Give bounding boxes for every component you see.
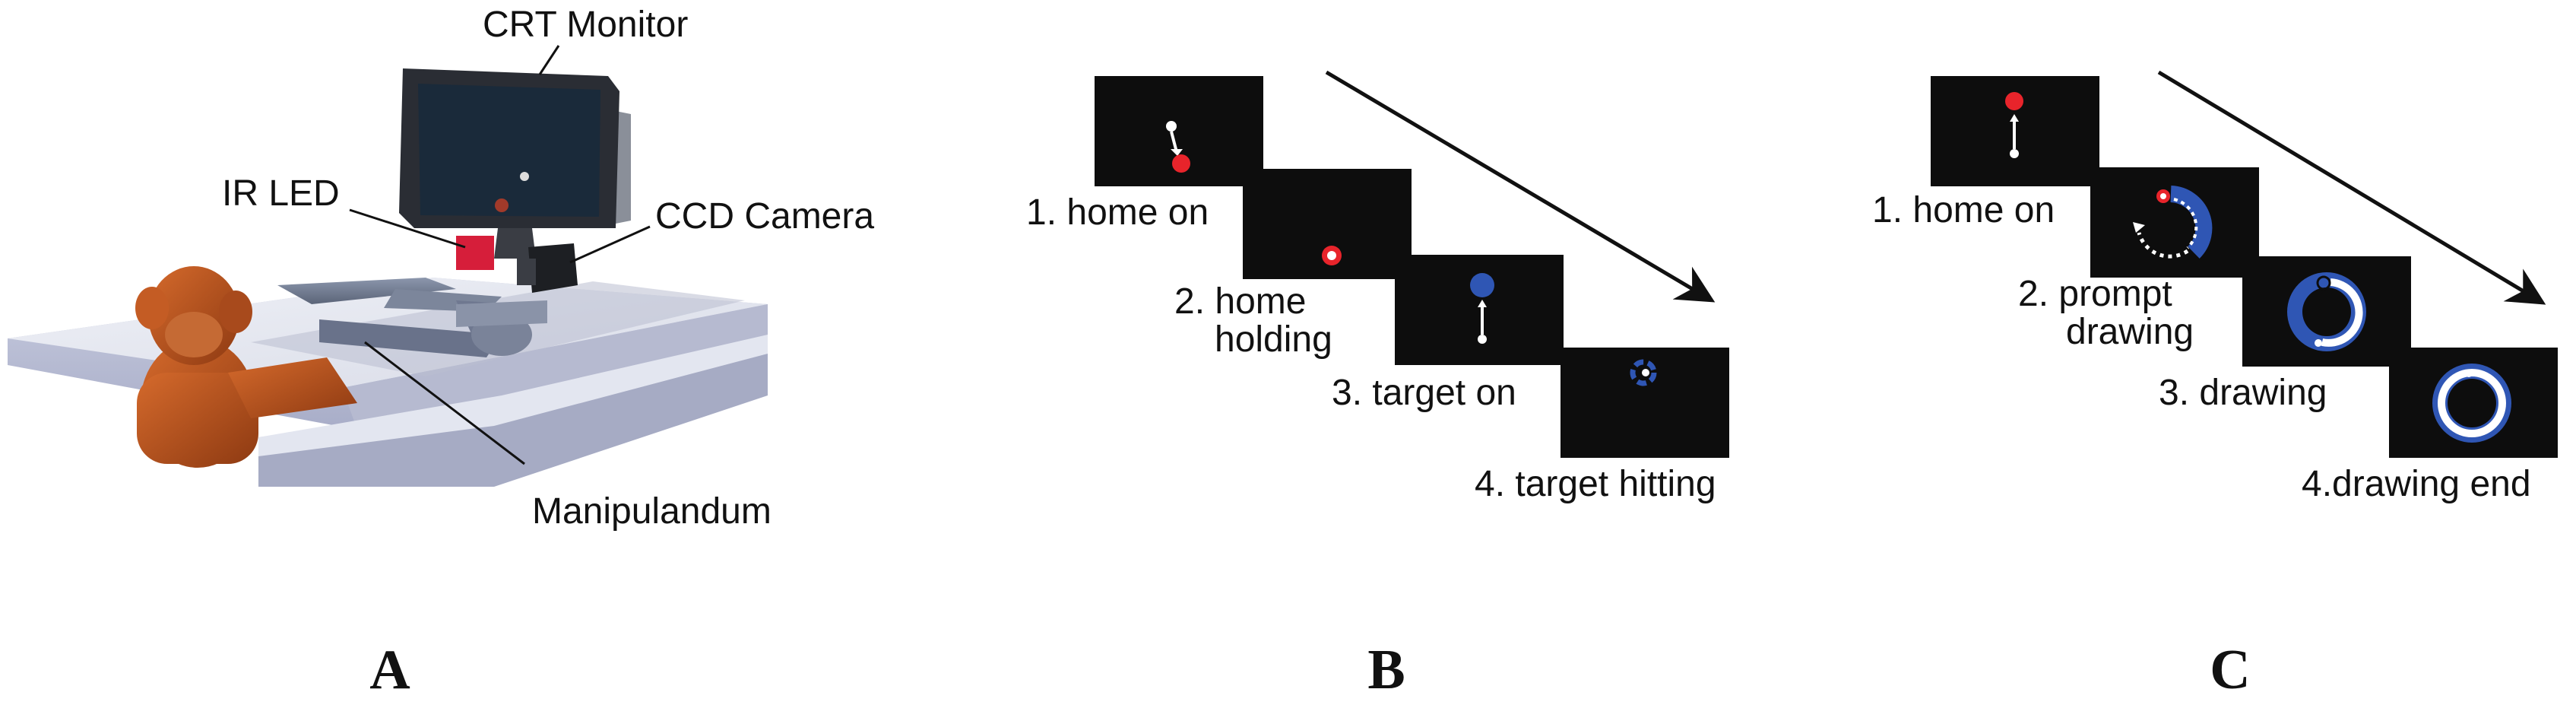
crt-monitor [399, 68, 631, 259]
panel-letter-c: C [2210, 639, 2250, 701]
b-step-2-label-line2: holding [1215, 319, 1332, 360]
panel-a: CRT Monitor IR LED CCD Camera Manipuland… [8, 5, 874, 701]
panel-a-leader-lines [349, 45, 651, 465]
drawn-path-white [2321, 278, 2363, 347]
b-screen-1 [1095, 76, 1263, 186]
cursor-dot [1166, 121, 1177, 132]
home-target-red [2005, 92, 2023, 110]
experiment-table [8, 278, 768, 487]
label-manipulandum: Manipulandum [532, 491, 772, 532]
cursor-dot [1327, 251, 1336, 260]
label-ir-led: IR LED [222, 173, 340, 214]
ir-led-leader [349, 208, 466, 249]
ir-led [456, 236, 494, 270]
prompt-arc-blue [2170, 186, 2213, 259]
ccd-leader [569, 225, 651, 264]
b-screen-3 [1395, 255, 1564, 365]
cursor-dot [2010, 149, 2019, 158]
target-hit-blue [1630, 359, 1657, 386]
c-screen-3 [2242, 256, 2411, 367]
cursor-dot [2315, 339, 2322, 347]
panel-letter-a: A [369, 639, 410, 701]
crt-leader [538, 45, 560, 75]
monitor-target-dot [520, 172, 529, 181]
manipulandum [277, 278, 547, 357]
c-step-1-label: 1. home on [1872, 190, 2055, 230]
b-step-3-label: 3. target on [1332, 373, 1516, 413]
monitor-cursor-dot [495, 198, 509, 212]
home-target-red [1172, 154, 1190, 173]
ccd-camera [517, 243, 578, 293]
c-step-2-label-line2: drawing [2066, 312, 2194, 352]
label-ccd-camera: CCD Camera [655, 196, 874, 237]
cursor-dot [2465, 370, 2473, 377]
panel-b: 1. home on 2. home holding 3. target on … [1026, 70, 1729, 701]
c-step-2-label: 2. prompt [2018, 274, 2172, 314]
c-screen-2 [2090, 167, 2259, 278]
c-screen-1 [1931, 76, 2099, 186]
panel-letter-b: B [1367, 639, 1405, 701]
panel-c-time-arrow [2157, 70, 2546, 305]
c-screen-4 [2389, 348, 2558, 458]
label-crt-monitor: CRT Monitor [483, 5, 688, 45]
b-screen-4 [1560, 348, 1729, 458]
c-step-3-label: 3. drawing [2159, 373, 2327, 413]
manipulandum-leader [364, 341, 525, 465]
panel-c: 1. home on 2. prompt drawing 3. drawing [1872, 70, 2558, 701]
b-screen-2 [1243, 169, 1412, 279]
panel-b-time-arrow [1325, 70, 1716, 303]
cursor-dot [1478, 335, 1487, 344]
drawing-trace [2137, 232, 2189, 259]
cursor-dot [1642, 369, 1649, 376]
c-step-4-label: 4.drawing end [2302, 464, 2531, 504]
target-blue [1470, 273, 1494, 297]
b-step-2-label: 2. home [1174, 281, 1306, 322]
b-step-4-label: 4. target hitting [1475, 464, 1716, 504]
b-step-1-label: 1. home on [1026, 192, 1209, 233]
monkey-figure [135, 266, 357, 468]
